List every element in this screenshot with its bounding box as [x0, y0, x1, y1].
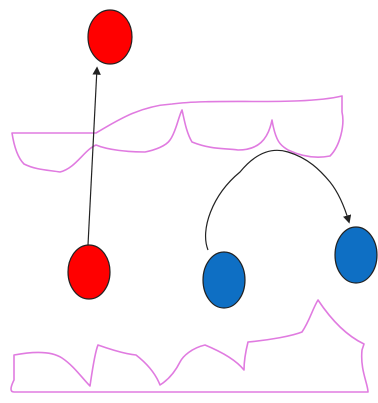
- curved-arrow: [204, 149, 352, 251]
- blue-ball-right: [334, 226, 378, 284]
- bottom-membrane-outline: [10, 299, 369, 393]
- blue-ball-left: [202, 251, 246, 309]
- red-ball-top: [87, 9, 133, 65]
- top-membrane-outline: [11, 95, 344, 173]
- straight-arrow: [87, 66, 101, 246]
- red-ball-bottom: [67, 244, 111, 300]
